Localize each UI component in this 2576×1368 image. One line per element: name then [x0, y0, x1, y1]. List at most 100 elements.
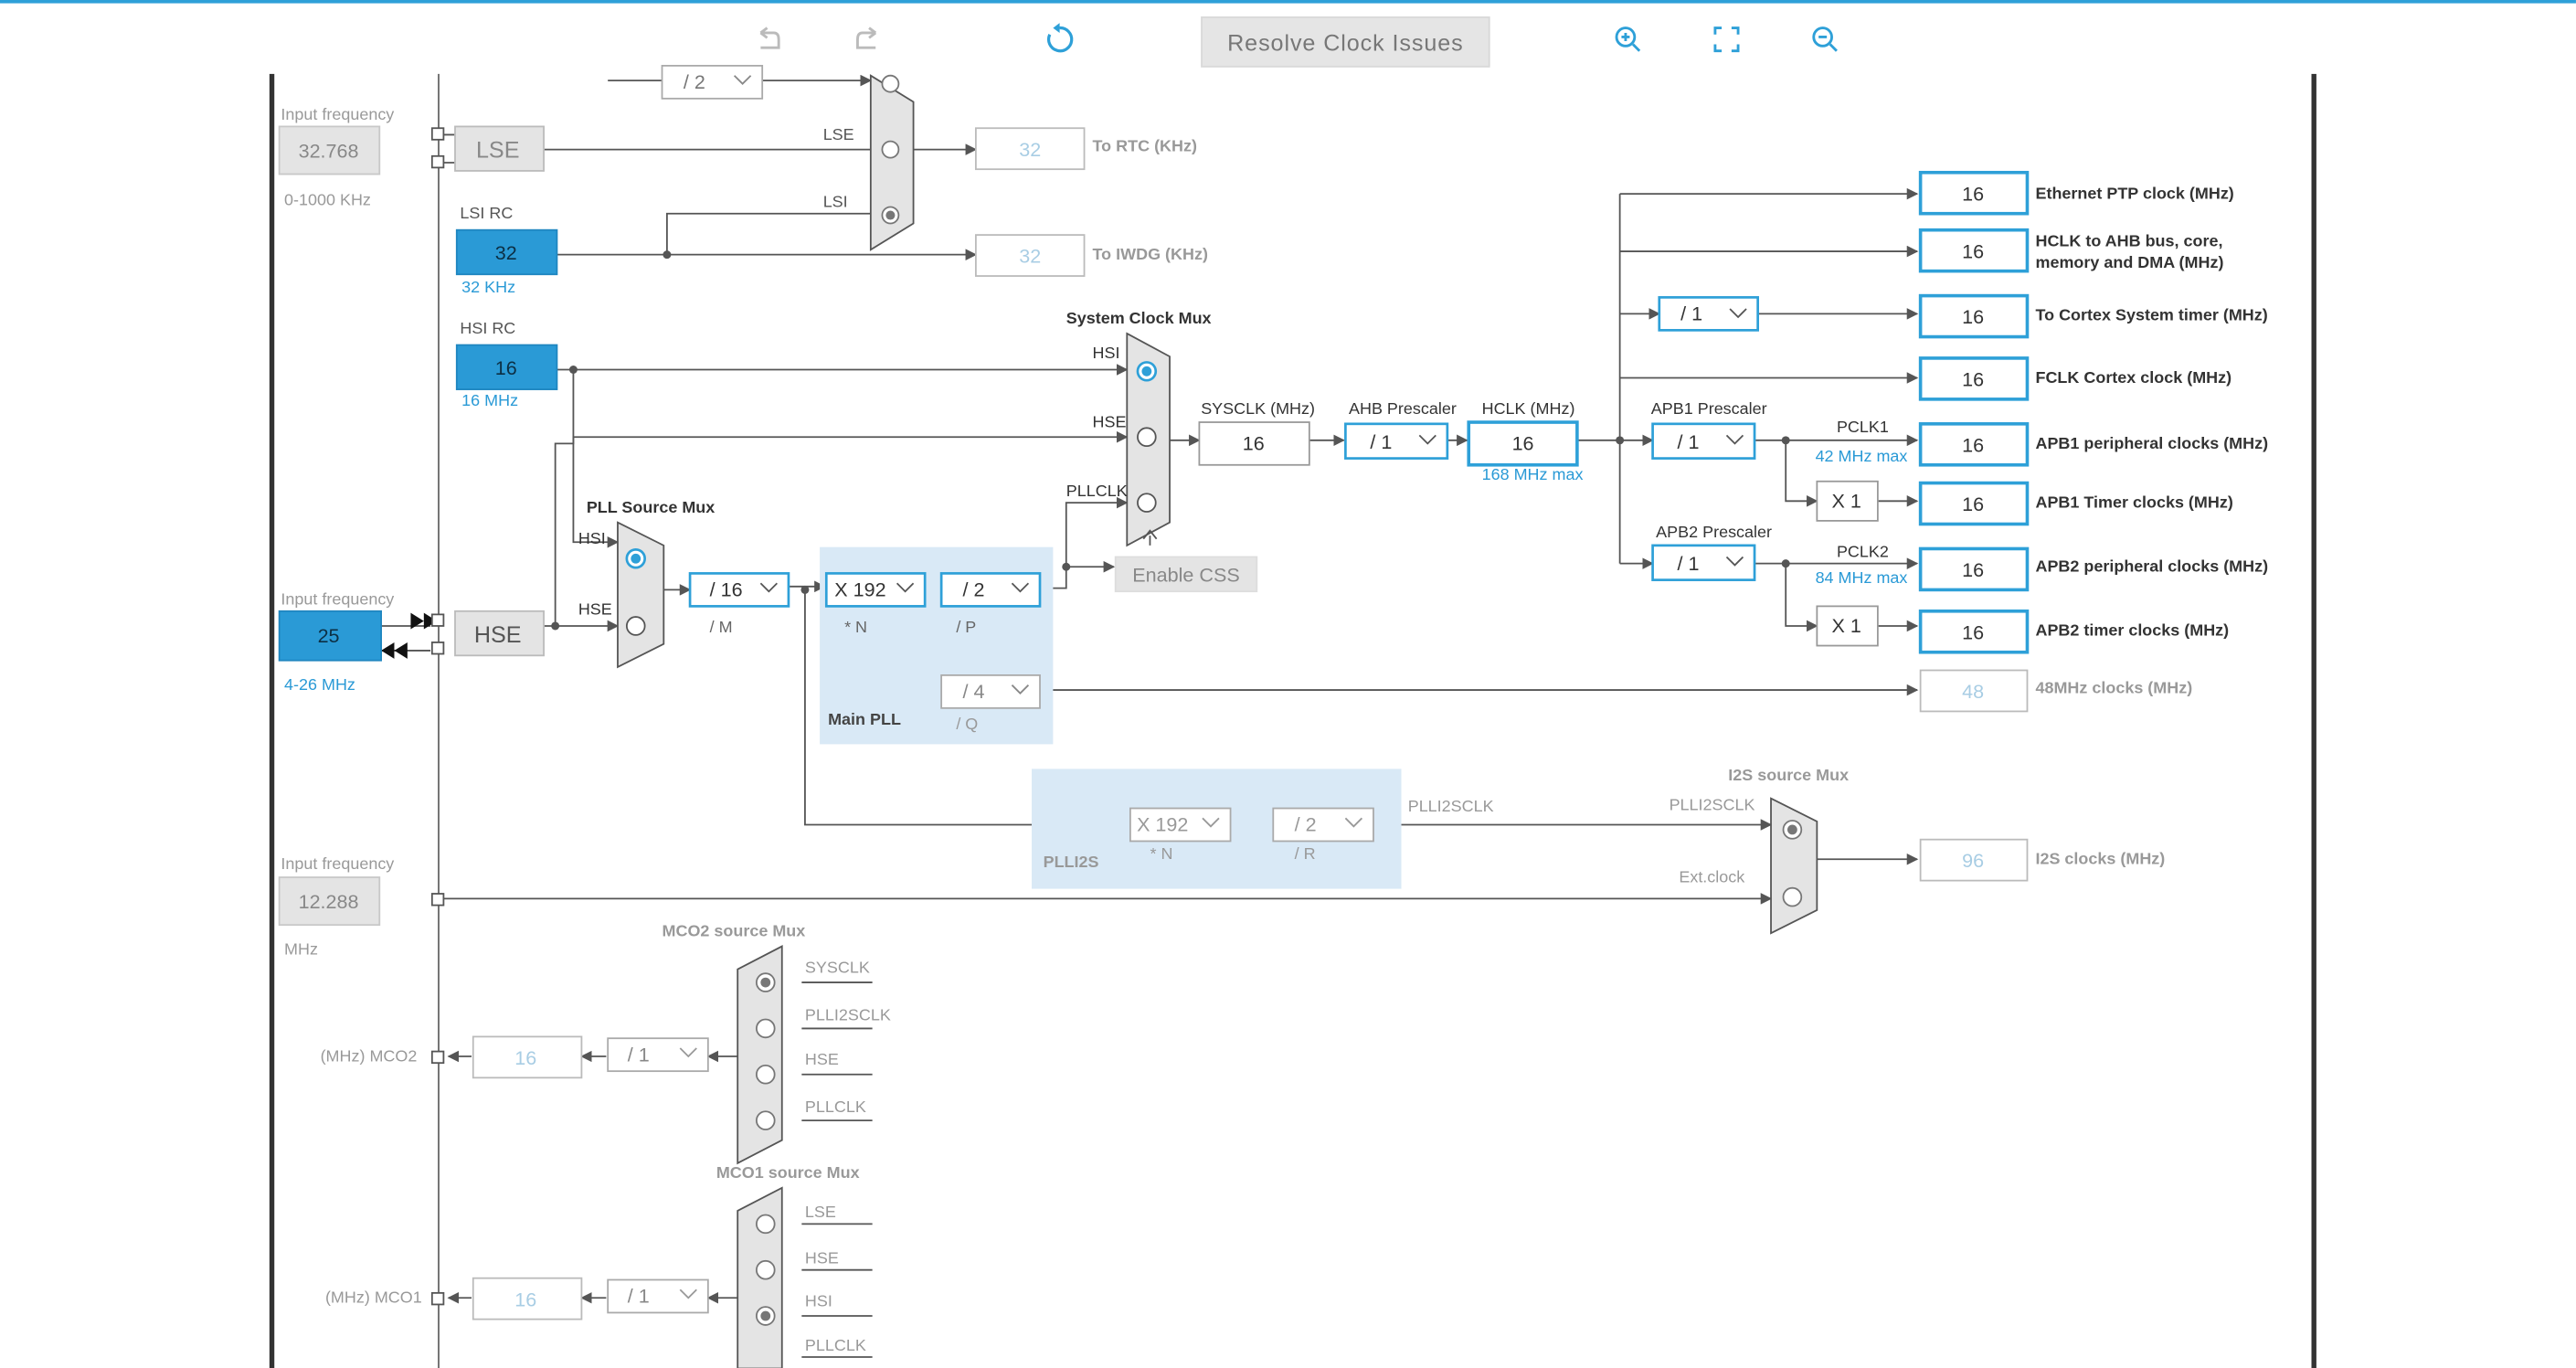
mco1-mux-lse-radio[interactable]: [755, 1214, 776, 1235]
apb2-prescaler-label: APB2 Prescaler: [1656, 523, 1772, 541]
pll-m-select[interactable]: [688, 572, 790, 608]
rtc-mux-hse-radio[interactable]: [881, 74, 900, 93]
mco1-mux-hse-radio[interactable]: [755, 1259, 776, 1280]
hse-block[interactable]: [454, 610, 545, 657]
apb1-prescaler-select[interactable]: [1651, 422, 1756, 460]
mco2-prescaler-value: / 1: [628, 1043, 650, 1066]
rtc-mux-lse-label: LSE: [823, 125, 854, 143]
apb2-timer-output-box[interactable]: [1918, 609, 2030, 654]
apb1-timer-multiplier-box: [1816, 480, 1879, 522]
hclk-input[interactable]: [1467, 420, 1579, 467]
hclk-label: HCLK (MHz): [1482, 399, 1575, 418]
chevron-down-icon: [679, 1047, 697, 1058]
ethernet-ptp-output-label: Ethernet PTP clock (MHz): [2035, 185, 2233, 203]
apb1-prescaler-label: APB1 Prescaler: [1651, 399, 1767, 418]
ethernet-ptp-output-box[interactable]: [1918, 170, 2030, 216]
apb1-timer-output-label: APB1 Timer clocks (MHz): [2035, 493, 2232, 512]
frame-right-border: [2311, 73, 2316, 1368]
undo-icon[interactable]: [752, 23, 785, 56]
refresh-icon[interactable]: [1044, 23, 1076, 56]
pll-mux-hse-radio[interactable]: [625, 616, 646, 636]
sysclk-mux-hsi-label: HSI: [1093, 344, 1120, 362]
zoom-in-icon[interactable]: [1612, 23, 1645, 56]
frame-left-border: [269, 73, 275, 1368]
lse-frequency-input[interactable]: [278, 125, 381, 175]
hse-input-frequency-label: Input frequency: [281, 590, 394, 609]
chevron-down-icon: [1011, 684, 1030, 695]
pll-n-select[interactable]: [824, 572, 927, 608]
mco1-prescaler-select[interactable]: [607, 1278, 709, 1314]
hclk-ahb-output-box[interactable]: [1918, 228, 2030, 273]
sysclk-mux-pllclk-radio[interactable]: [1137, 493, 1157, 513]
fit-screen-icon[interactable]: [1711, 23, 1744, 56]
apb2-peripheral-output-value: 16: [1962, 558, 1984, 581]
pll-q-value: / 4: [963, 680, 985, 703]
output-clocks: 16 Ethernet PTP clock (MHz) 16 HCLK to A…: [1918, 170, 2268, 713]
main-pll-title: Main PLL: [828, 710, 901, 728]
rtc-output-box: [974, 127, 1086, 171]
plli2s-n-select[interactable]: [1129, 807, 1232, 843]
plli2s-r-value: / 2: [1295, 813, 1317, 836]
apb1-max-label: 42 MHz max: [1816, 447, 1908, 465]
iwdg-output-label: To IWDG (KHz): [1093, 245, 1208, 263]
mco1-output-value: 16: [514, 1288, 536, 1310]
mco2-output-box: [472, 1035, 583, 1079]
cortex-timer-prescaler-select[interactable]: [1658, 296, 1759, 332]
lse-input-frequency-label: Input frequency: [281, 105, 394, 123]
rtc-mux-lse-radio[interactable]: [881, 140, 900, 159]
mco2-prescaler-select[interactable]: [607, 1037, 709, 1073]
ahb-prescaler-label: AHB Prescaler: [1349, 399, 1457, 418]
plli2s-n-label: * N: [1150, 844, 1172, 863]
hsi-rc-value: 16: [495, 356, 517, 379]
top-accent-line: [0, 0, 2576, 4]
cortex-timer-prescaler-value: / 1: [1680, 302, 1702, 325]
fclk-output-box[interactable]: [1918, 356, 2030, 401]
apb1-peripheral-output-box[interactable]: [1918, 422, 2030, 467]
pll-p-select[interactable]: [939, 572, 1042, 608]
clock-48mhz-output-box: [1919, 669, 2029, 713]
rtc-mux-lsi-selected: [885, 210, 896, 220]
pll-p-label: / P: [956, 618, 976, 636]
sysclk-mux-hsi-selected: [1141, 366, 1152, 376]
apb1-peripheral-output-label: APB1 peripheral clocks (MHz): [2035, 434, 2268, 452]
pll-mux-hsi-selected: [631, 553, 641, 564]
resolve-clock-issues-button[interactable]: Resolve Clock Issues: [1201, 16, 1490, 68]
rtc-hse-prescaler-select[interactable]: [661, 65, 764, 100]
sysclk-mux-hse-radio[interactable]: [1137, 427, 1157, 448]
mco2-mux-plli2sclk-radio[interactable]: [755, 1018, 776, 1039]
chevron-down-icon: [1011, 582, 1030, 593]
i2s-ext-input-frequency-label: Input frequency: [281, 854, 394, 873]
pll-n-value: X 192: [834, 578, 885, 601]
mco1-prescaler-value: / 1: [628, 1285, 650, 1308]
mco1-option-lse: LSE: [805, 1203, 836, 1221]
lsi-rc-block[interactable]: [455, 228, 558, 276]
pin-squares: [430, 127, 445, 1306]
ahb-prescaler-select[interactable]: [1344, 422, 1449, 460]
mco2-mux-hse-radio[interactable]: [755, 1064, 776, 1085]
i2s-output-value: 96: [1962, 849, 1984, 872]
mco1-option-pllclk: PLLCLK: [805, 1336, 866, 1354]
chevron-down-icon: [1418, 434, 1436, 445]
zoom-out-icon[interactable]: [1808, 23, 1841, 56]
enable-css-button[interactable]: [1114, 556, 1258, 593]
pll-q-label: / Q: [956, 715, 978, 733]
plli2s-n-value: X 192: [1137, 813, 1188, 836]
mco2-mux-pllclk-radio[interactable]: [755, 1110, 776, 1130]
hclk-ahb-output-label: HCLK to AHB bus, core,: [2035, 232, 2222, 250]
apb2-timer-output-label: APB2 timer clocks (MHz): [2035, 621, 2229, 640]
redo-icon[interactable]: [851, 23, 884, 56]
plli2s-r-select[interactable]: [1272, 807, 1374, 843]
apb1-timer-output-box[interactable]: [1918, 481, 2030, 526]
apb2-peripheral-output-box[interactable]: [1918, 546, 2030, 592]
i2s-mux-ext-radio[interactable]: [1782, 886, 1803, 907]
sysclk-label: SYSCLK (MHz): [1201, 399, 1315, 418]
apb2-timer-multiplier-box: [1816, 605, 1879, 647]
cortex-timer-output-box[interactable]: [1918, 293, 2030, 339]
hsi-rc-block[interactable]: [455, 344, 558, 390]
lse-block[interactable]: [454, 125, 545, 172]
pll-q-select[interactable]: [940, 673, 1041, 709]
i2s-ext-frequency-input[interactable]: [278, 876, 381, 927]
lse-range-label: 0-1000 KHz: [284, 191, 371, 209]
apb2-prescaler-select[interactable]: [1651, 544, 1756, 581]
hse-frequency-input[interactable]: [278, 610, 382, 662]
